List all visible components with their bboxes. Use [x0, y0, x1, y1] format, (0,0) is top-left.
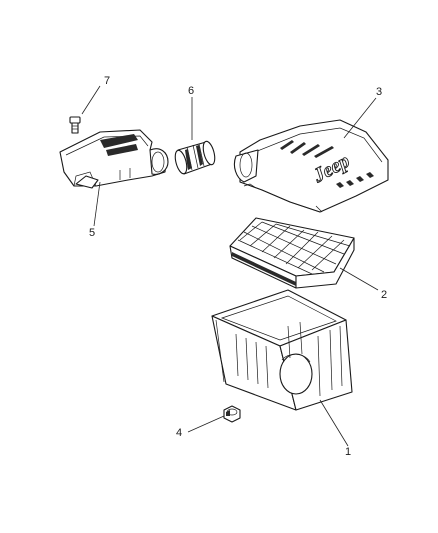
callout-5: 5: [89, 227, 95, 239]
part-6-hose: [174, 140, 216, 175]
callout-4: 4: [176, 427, 182, 439]
resonator-badge: [100, 134, 138, 156]
callout-3: 3: [376, 86, 382, 98]
housing-ribs: [235, 325, 343, 397]
callout-labels: 7 6 3 5 2 1 4: [89, 75, 387, 458]
part-5-resonator: [59, 129, 169, 189]
leader-lines: [81, 85, 379, 447]
housing-outlet: [279, 353, 313, 395]
callout-2: 2: [381, 289, 387, 301]
leader-2: [339, 267, 379, 291]
callout-1: 1: [345, 446, 351, 458]
leader-3: [343, 97, 377, 139]
callout-6: 6: [188, 85, 194, 97]
filter-mesh: [237, 221, 351, 275]
leader-5: [93, 181, 101, 227]
callout-7: 7: [104, 75, 110, 87]
leader-4: [187, 415, 225, 433]
part-2-filter: [229, 217, 355, 289]
part-3-cover: Jeep: [233, 119, 389, 213]
leader-1: [319, 399, 349, 447]
part-1-housing: [211, 289, 353, 411]
part-7-bolt: [69, 116, 81, 134]
cover-ribs: [280, 140, 374, 188]
leader-7: [81, 85, 101, 115]
part-4-nut: [223, 405, 241, 423]
